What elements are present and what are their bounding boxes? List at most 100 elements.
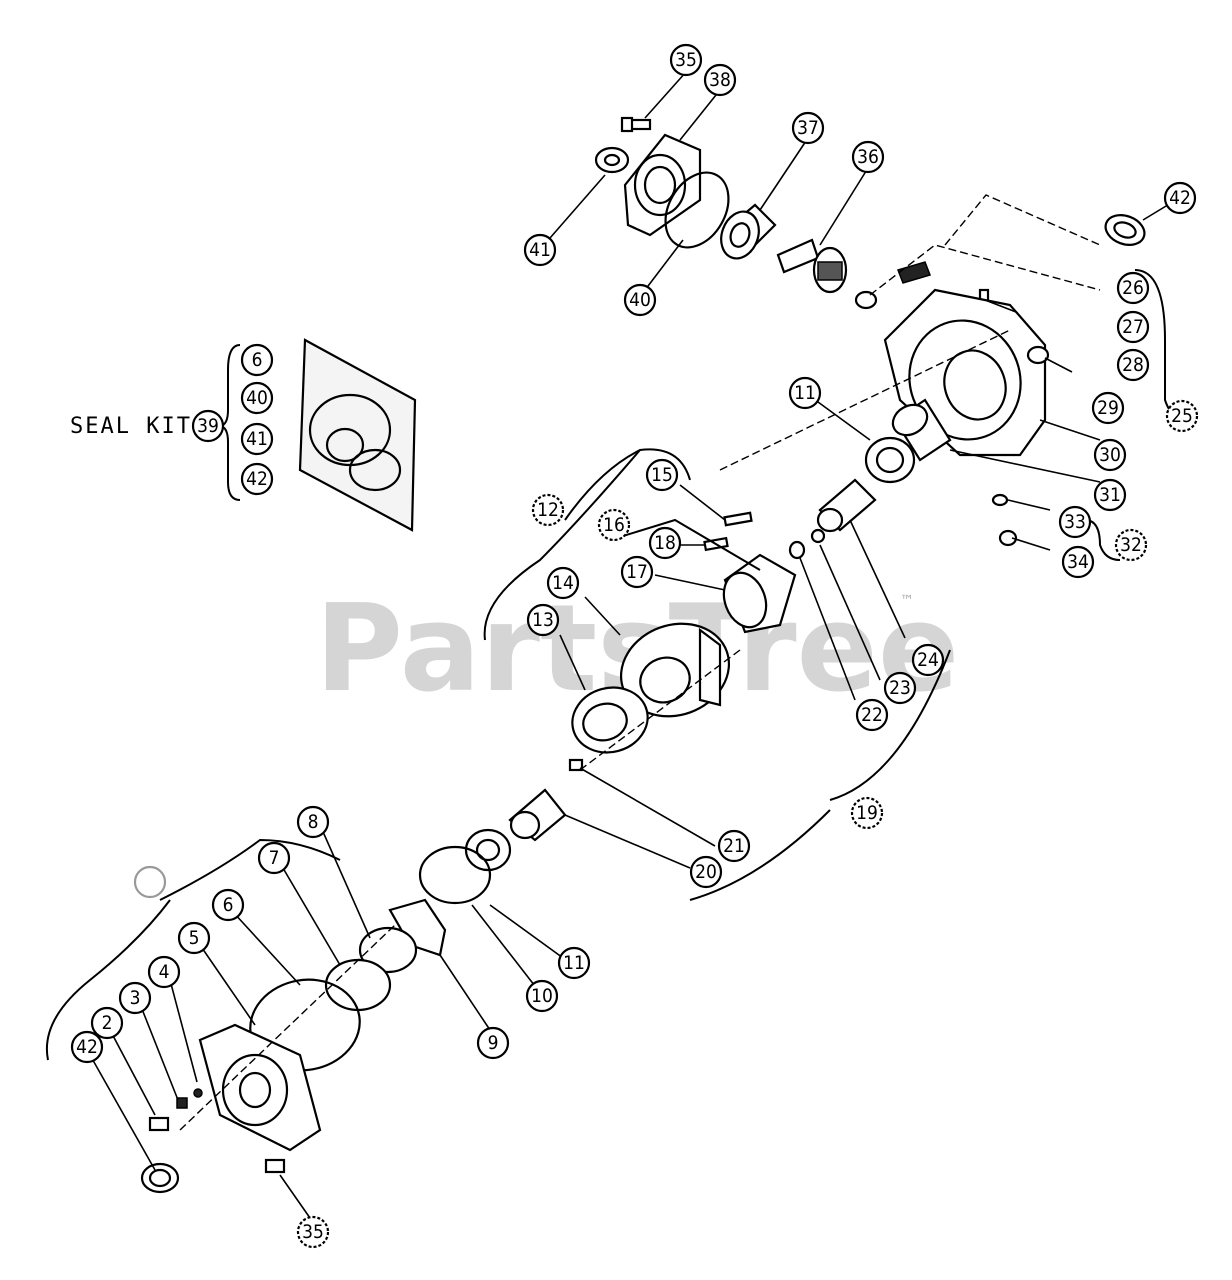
svg-text:11: 11 (794, 382, 816, 404)
svg-text:30: 30 (1099, 444, 1121, 466)
part-23-washer (810, 528, 826, 544)
svg-text:41: 41 (246, 428, 268, 450)
part-11-bearing-lower (464, 828, 512, 872)
svg-text:35: 35 (675, 49, 697, 71)
leader-lines (89, 71, 1177, 1219)
callout-22: 22 (855, 698, 889, 732)
svg-text:3: 3 (130, 987, 141, 1009)
callout-10: 10 (525, 979, 559, 1013)
svg-text:9: 9 (488, 1032, 499, 1054)
svg-text:20: 20 (695, 861, 717, 883)
svg-text:36: 36 (857, 146, 879, 168)
callout-30: 30 (1093, 438, 1127, 472)
svg-text:33: 33 (1064, 511, 1086, 533)
part-41-seal (594, 146, 630, 174)
callout-5: 5 (177, 921, 211, 955)
svg-text:13: 13 (532, 609, 554, 631)
svg-text:34: 34 (1067, 551, 1089, 573)
callout-35-upper: 35 (669, 43, 703, 77)
svg-text:29: 29 (1097, 397, 1119, 419)
callout-11-lower: 11 (557, 946, 591, 980)
svg-text:7: 7 (269, 847, 280, 869)
svg-text:11: 11 (563, 952, 585, 974)
callout-24: 24 (911, 643, 945, 677)
callout-31: 31 (1093, 478, 1127, 512)
callout-42-lower: 42 (70, 1030, 104, 1064)
part-26-sleeve (854, 290, 878, 310)
part-10-o-ring (418, 845, 492, 905)
callout-14: 14 (546, 566, 580, 600)
part-40-o-ring (664, 171, 730, 249)
svg-text:38: 38 (709, 69, 731, 91)
callouts: 35 38 37 36 42 41 40 26 27 28 29 25 30 3… (70, 43, 1199, 1249)
part-5-cover (198, 1023, 322, 1152)
svg-text:31: 31 (1099, 484, 1121, 506)
svg-text:42: 42 (76, 1036, 98, 1058)
part-29-vent (1026, 345, 1050, 365)
callout-16: 16 (597, 508, 631, 542)
svg-text:32: 32 (1120, 534, 1142, 556)
svg-text:40: 40 (629, 289, 651, 311)
callout-19: 19 (850, 796, 884, 830)
callout-34: 34 (1061, 545, 1095, 579)
callout-40: 40 (623, 283, 657, 317)
svg-text:42: 42 (246, 468, 268, 490)
svg-text:26: 26 (1122, 277, 1144, 299)
callout-39-seal-kit: 39 (191, 409, 225, 443)
callout-38: 38 (703, 63, 737, 97)
svg-text:41: 41 (529, 239, 551, 261)
part-35-bolt-lower (264, 1158, 286, 1174)
callout-12: 12 (531, 493, 565, 527)
part-8-race (358, 926, 418, 974)
svg-text:10: 10 (531, 985, 553, 1007)
part-3-spring (176, 1097, 188, 1109)
svg-text:12: 12 (537, 499, 559, 521)
part-11-bearing-upper (864, 436, 916, 484)
callout-17: 17 (620, 555, 654, 589)
part-36-pinion-shaft (776, 238, 848, 294)
svg-text:4: 4 (159, 961, 170, 983)
svg-text:17: 17 (626, 561, 648, 583)
callout-42-upper: 42 (1163, 181, 1197, 215)
seal-kit-bag (298, 338, 417, 532)
svg-text:28: 28 (1122, 354, 1144, 376)
svg-text:25: 25 (1171, 405, 1193, 427)
svg-text:6: 6 (252, 349, 263, 371)
part-42-seal-lower (140, 1162, 180, 1194)
part-2-plug (148, 1116, 170, 1132)
callout-seal-40: 40 (240, 381, 274, 415)
callout-27: 27 (1116, 310, 1150, 344)
callout-8: 8 (296, 805, 330, 839)
part-21-pin (568, 758, 584, 772)
svg-text:21: 21 (723, 835, 745, 857)
callout-21: 21 (717, 829, 751, 863)
callout-13: 13 (526, 603, 560, 637)
callout-41: 41 (523, 233, 557, 267)
callout-seal-42: 42 (240, 462, 274, 496)
callout-seal-41: 41 (240, 422, 274, 456)
part-20-bushing (508, 788, 567, 842)
callout-1-blank (133, 865, 167, 899)
svg-text:5: 5 (189, 927, 200, 949)
part-13-bearing (571, 686, 649, 754)
callout-33: 33 (1058, 505, 1092, 539)
svg-text:37: 37 (797, 117, 819, 139)
seal-kit-label: SEAL KIT (70, 414, 192, 439)
callout-6: 6 (211, 888, 245, 922)
svg-text:8: 8 (308, 811, 319, 833)
svg-text:24: 24 (917, 649, 939, 671)
callout-11-upper: 11 (788, 376, 822, 410)
svg-text:42: 42 (1169, 187, 1191, 209)
callout-36: 36 (851, 140, 885, 174)
part-27-key (897, 261, 931, 284)
callout-32: 32 (1114, 528, 1148, 562)
callout-18: 18 (648, 526, 682, 560)
callout-25: 25 (1165, 399, 1199, 433)
callout-26: 26 (1116, 271, 1150, 305)
svg-text:22: 22 (861, 704, 883, 726)
svg-text:39: 39 (197, 415, 219, 437)
callout-35-lower: 35 (296, 1215, 330, 1249)
part-4-ball (193, 1088, 203, 1098)
callout-28: 28 (1116, 348, 1150, 382)
